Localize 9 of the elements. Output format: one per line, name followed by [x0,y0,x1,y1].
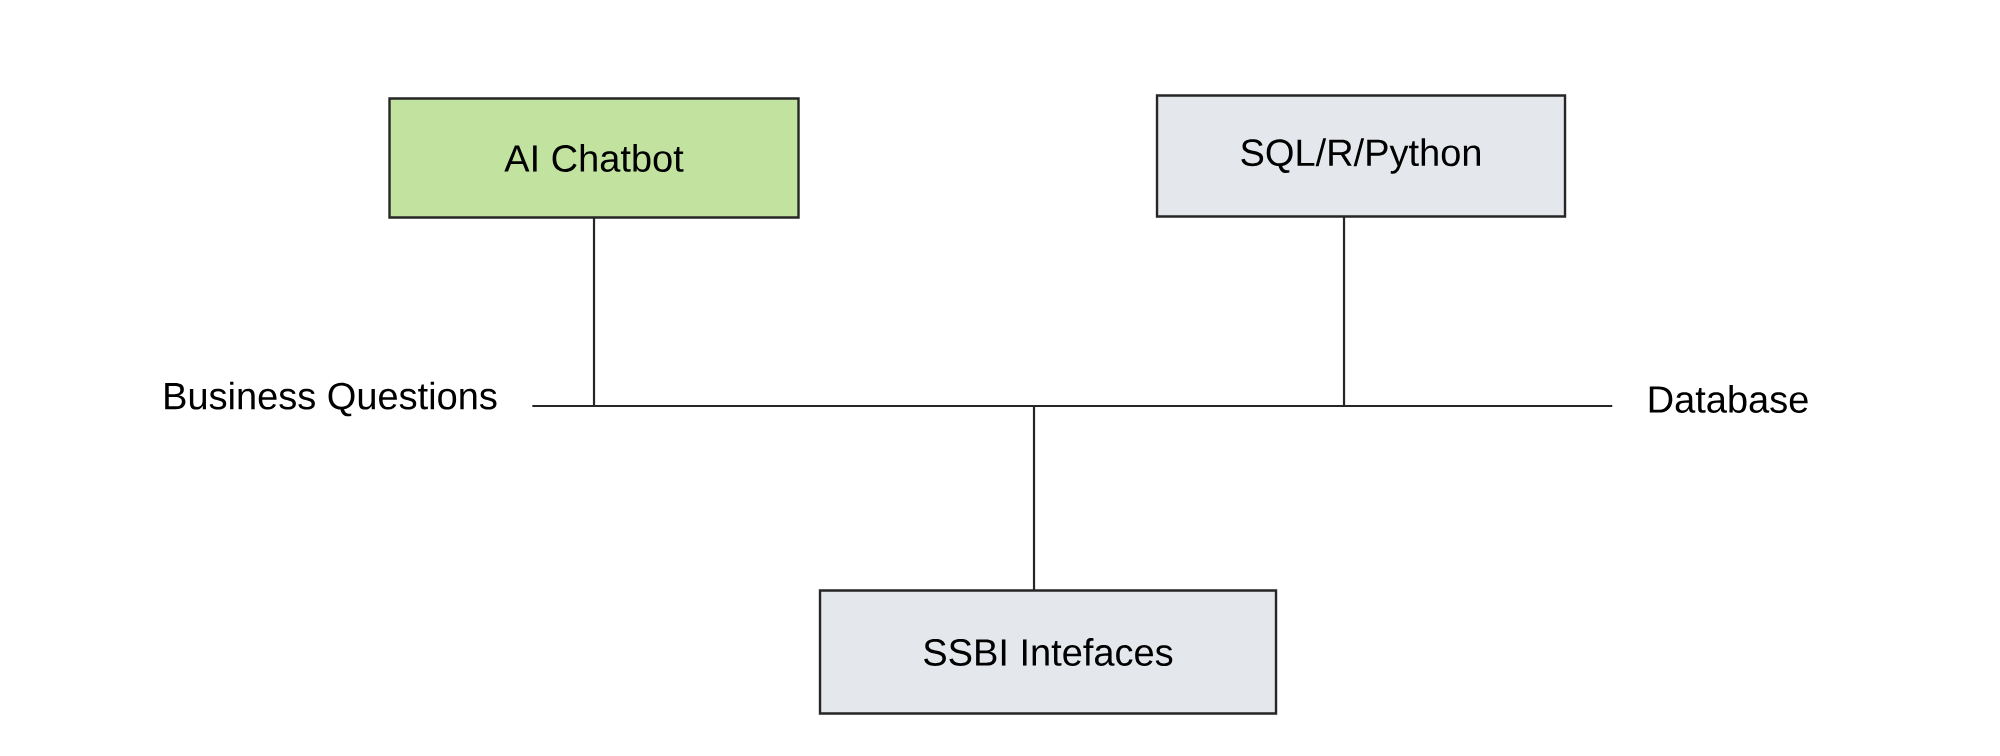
connector-line [1342,216,1346,406]
text-label: Business Questions [165,381,497,417]
connector-line [1032,406,1036,590]
connector-line [532,404,1613,408]
process-box: SSBI Intefaces [818,589,1278,715]
process-box: AI Chatbot [388,97,800,219]
connector-line [592,217,596,406]
text-label: Database [1649,385,1808,413]
process-box: SQL/R/Python [1155,94,1567,218]
